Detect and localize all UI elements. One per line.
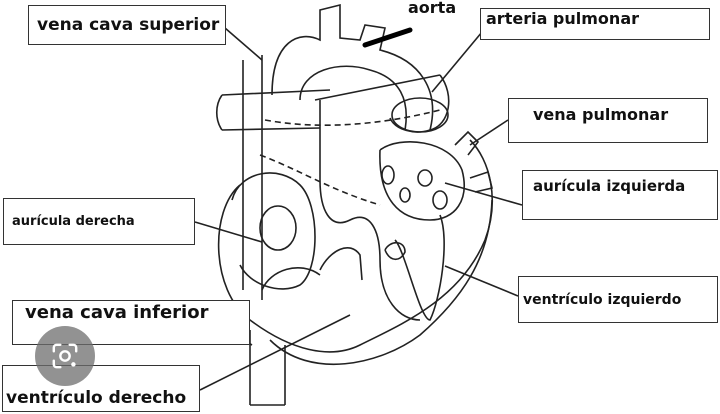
label-text: vena cava superior xyxy=(37,15,220,35)
label-text: aurícula izquierda xyxy=(533,177,686,195)
label-ventriculo-derecho: ventrículo derecho xyxy=(2,365,200,412)
label-text: aurícula derecha xyxy=(12,214,135,229)
label-text: ventrículo derecho xyxy=(6,388,187,408)
label-auricula-derecha: aurícula derecha xyxy=(3,198,195,245)
label-aorta: aorta xyxy=(408,0,457,17)
label-text: vena pulmonar xyxy=(533,105,669,124)
label-ventriculo-izquierdo: ventrículo izquierdo xyxy=(518,276,718,323)
label-vena-cava-superior: vena cava superior xyxy=(28,5,226,45)
label-arteria-pulmonar: arteria pulmonar xyxy=(480,8,710,40)
label-text: vena cava inferior xyxy=(25,302,209,323)
label-vena-pulmonar: vena pulmonar xyxy=(508,98,708,143)
label-auricula-izquierda: aurícula izquierda xyxy=(522,170,718,220)
label-text: arteria pulmonar xyxy=(486,9,639,28)
visual-search-lens-icon[interactable] xyxy=(35,326,95,386)
label-text: ventrículo izquierdo xyxy=(523,291,682,308)
label-vena-cava-inferior: vena cava inferior xyxy=(12,300,250,345)
